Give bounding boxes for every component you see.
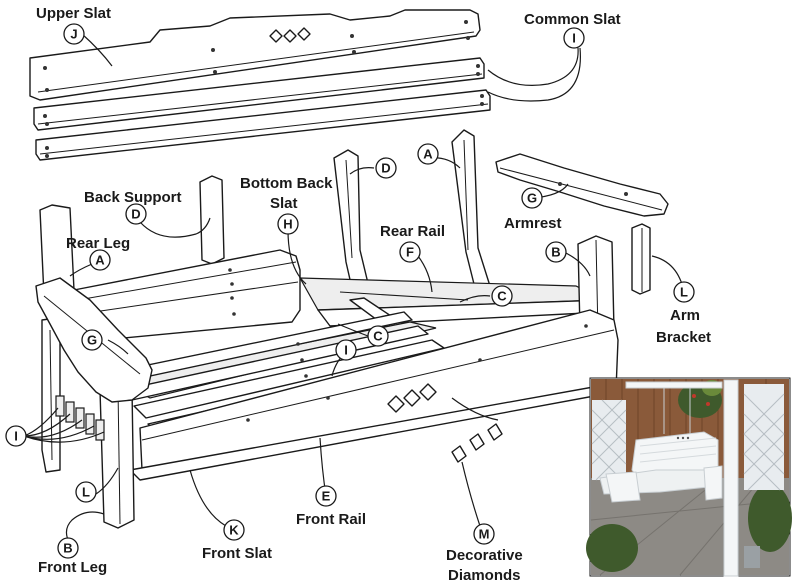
svg-text:M: M	[479, 527, 490, 542]
svg-text:I: I	[14, 429, 18, 444]
loose-diamonds	[451, 423, 503, 463]
back-support-left	[199, 175, 225, 265]
label-decorative-diamonds-line2: Diamonds	[448, 567, 521, 584]
svg-text:L: L	[680, 285, 688, 300]
label-arm-bracket-line1: Arm	[670, 307, 700, 324]
letter-callout-a-left: A	[89, 249, 111, 271]
letter-callout-j: J	[63, 23, 85, 45]
letter-callout-g-top: G	[521, 187, 543, 209]
letter-callout-h: H	[277, 213, 299, 235]
letter-callout-i-top: I	[563, 27, 585, 49]
letter-callout-d-left: D	[125, 203, 147, 225]
letter-callout-i-seat: I	[335, 339, 357, 361]
bottom-back-slat	[73, 249, 301, 343]
upper-slat	[29, 9, 481, 101]
svg-text:E: E	[322, 489, 331, 504]
letter-callout-l-left: L	[75, 481, 97, 503]
label-common-slat: Common Slat	[524, 11, 621, 28]
label-bottom-back-slat-line2: Slat	[270, 195, 298, 212]
svg-text:L: L	[82, 485, 90, 500]
common-slat-upper	[33, 57, 485, 131]
svg-text:D: D	[381, 161, 390, 176]
letter-callout-m: M	[473, 523, 495, 545]
letter-callout-g-left: G	[81, 329, 103, 351]
letter-callout-c-right: C	[491, 285, 513, 307]
back-support-right	[333, 149, 373, 307]
inset-photo	[586, 377, 792, 577]
arm-bracket-right	[631, 223, 651, 295]
label-bottom-back-slat-line1: Bottom Back	[240, 175, 333, 192]
label-front-slat: Front Slat	[202, 545, 272, 562]
leader-lines	[23, 33, 685, 545]
svg-text:B: B	[551, 245, 560, 260]
svg-text:F: F	[406, 245, 414, 260]
label-rear-leg: Rear Leg	[66, 235, 130, 252]
label-arm-bracket-line2: Bracket	[656, 329, 711, 346]
left-seat-slat-ends	[55, 395, 105, 441]
letter-callout-k: K	[223, 519, 245, 541]
svg-text:I: I	[344, 343, 348, 358]
label-decorative-diamonds-line1: Decorative	[446, 547, 523, 564]
letter-callout-d-right: D	[375, 157, 397, 179]
arm-bracket-left	[41, 317, 61, 473]
letter-callout-a-right: A	[417, 143, 439, 165]
letter-callout-b-left: B	[57, 537, 79, 559]
letter-callout-l-right: L	[673, 281, 695, 303]
svg-text:I: I	[572, 31, 576, 46]
svg-text:B: B	[63, 541, 72, 556]
letter-callout-b-right: B	[545, 241, 567, 263]
letter-callout-e: E	[315, 485, 337, 507]
slat-diamonds	[269, 27, 311, 43]
svg-text:A: A	[95, 253, 105, 268]
svg-text:A: A	[423, 147, 433, 162]
photo-bench	[599, 431, 723, 503]
letter-callout-c-mid: C	[367, 325, 389, 347]
letter-callout-f: F	[399, 241, 421, 263]
svg-text:G: G	[527, 191, 537, 206]
label-upper-slat: Upper Slat	[36, 5, 111, 22]
svg-text:J: J	[70, 27, 77, 42]
svg-text:C: C	[373, 329, 383, 344]
svg-text:C: C	[497, 289, 507, 304]
common-slat-lower	[35, 89, 491, 161]
label-rear-rail: Rear Rail	[380, 223, 445, 240]
front-leg-left	[99, 381, 135, 529]
svg-text:K: K	[229, 523, 239, 538]
label-armrest: Armrest	[504, 215, 562, 232]
front-rail-diamonds	[387, 383, 437, 413]
rear-leg-right	[451, 129, 491, 293]
svg-text:H: H	[283, 217, 292, 232]
letter-callout-i-left: I	[5, 425, 27, 447]
armrest-right	[495, 153, 669, 217]
label-front-leg: Front Leg	[38, 559, 107, 576]
svg-text:G: G	[87, 333, 97, 348]
label-front-rail: Front Rail	[296, 511, 366, 528]
label-back-support: Back Support	[84, 189, 182, 206]
svg-text:D: D	[131, 207, 140, 222]
